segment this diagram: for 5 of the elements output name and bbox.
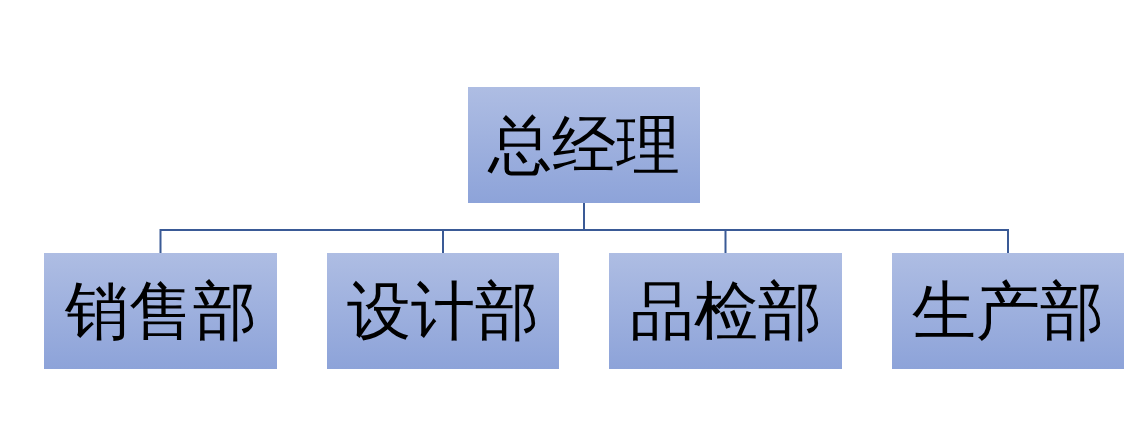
department-box: 销售部 xyxy=(44,253,277,369)
department-box: 设计部 xyxy=(327,253,559,369)
department-box: 生产部 xyxy=(892,253,1124,369)
department-box: 品检部 xyxy=(609,253,842,369)
manager-box: 总经理 xyxy=(468,87,700,203)
